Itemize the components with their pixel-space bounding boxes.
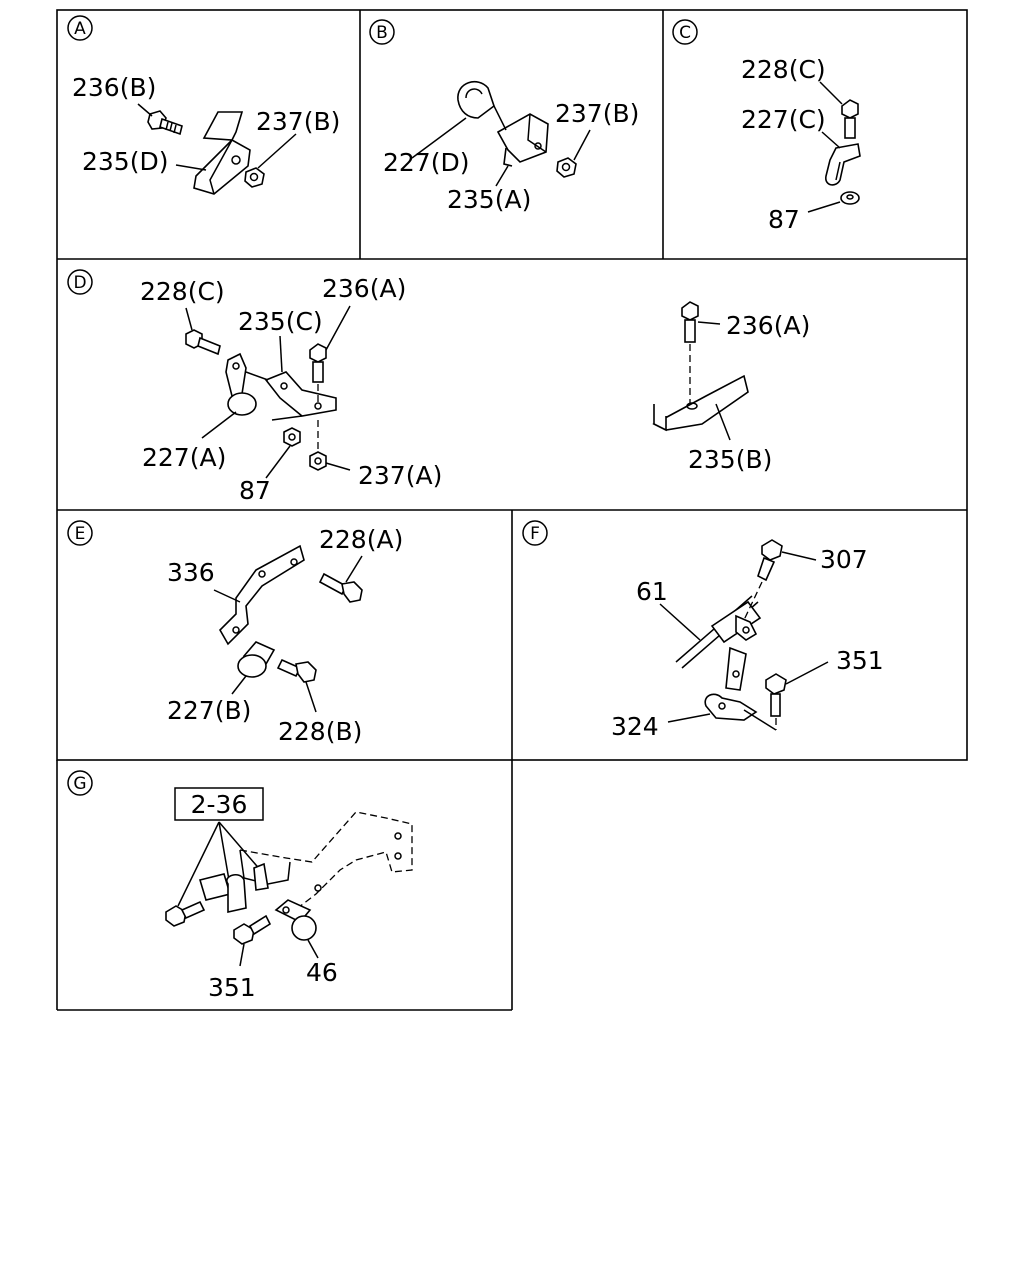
bracket-icon	[193, 111, 251, 195]
panel-letter: G	[73, 774, 86, 794]
part-label: 324	[611, 712, 659, 741]
panel-g: G 2-36 351 46	[67, 770, 413, 1002]
panel-letter-circle	[672, 19, 698, 45]
part-label: 237(A)	[358, 461, 442, 490]
part-label: 228(C)	[741, 55, 826, 84]
bolt-icon	[233, 914, 272, 945]
clamp-icon	[274, 899, 317, 941]
part-label: 228(B)	[278, 717, 362, 746]
panel-letter-circle	[67, 15, 93, 41]
part-label: 228(C)	[140, 277, 225, 306]
panel-letter: B	[376, 23, 388, 43]
reference-label: 2-36	[191, 790, 248, 819]
clamp-icon	[225, 352, 257, 416]
clip-icon	[457, 80, 495, 119]
panel-letter-circle	[67, 770, 93, 796]
bracket-icon	[652, 374, 749, 432]
bracket-icon	[219, 544, 305, 646]
panel-letter: E	[75, 524, 86, 544]
bolt-icon	[147, 110, 183, 136]
bracket-icon	[496, 113, 549, 167]
panel-letter-circle	[369, 19, 395, 45]
clamp-icon	[735, 614, 758, 641]
part-label: 236(B)	[72, 73, 156, 102]
frame-member-outline	[239, 811, 413, 915]
part-label: 235(D)	[82, 147, 168, 176]
nut-icon	[283, 427, 301, 447]
clamp-icon	[237, 641, 276, 678]
panel-letter-circle	[522, 520, 548, 546]
panel-letter-circle	[67, 520, 93, 546]
part-label: 46	[306, 958, 338, 987]
panel-e: E 228(A) 336 227(B) 228(B)	[67, 520, 403, 746]
bracket-icon	[704, 646, 758, 721]
part-label: 237(B)	[256, 107, 340, 136]
nut-icon	[556, 157, 577, 178]
part-label: 236(A)	[726, 311, 810, 340]
part-label: 227(C)	[741, 105, 826, 134]
bolt-icon	[765, 673, 787, 717]
panel-letter-circle	[67, 269, 93, 295]
bolt-icon	[318, 572, 363, 603]
nut-icon	[309, 451, 327, 471]
bolt-icon	[309, 343, 327, 383]
part-label: 228(A)	[319, 525, 403, 554]
bolt-icon	[276, 658, 317, 683]
panel-frames	[56, 9, 968, 1011]
part-label: 236(A)	[322, 274, 406, 303]
bolt-icon	[681, 301, 699, 343]
panel-letter: C	[679, 23, 691, 43]
part-label: 227(B)	[167, 696, 251, 725]
part-label: 307	[820, 545, 868, 574]
bracket-icon	[264, 371, 337, 421]
part-label: 351	[208, 973, 256, 1002]
part-label: 235(C)	[238, 307, 323, 336]
panel-d: D 228(C) 236(A) 235(C) 227(A) 87 237(A) …	[67, 269, 810, 505]
bolt-icon	[757, 539, 783, 582]
part-label: 227(D)	[383, 148, 469, 177]
part-label: 87	[239, 476, 271, 505]
bolt-icon	[165, 900, 206, 927]
part-label: 227(A)	[142, 443, 226, 472]
part-label: 237(B)	[555, 99, 639, 128]
panel-letter: A	[74, 19, 86, 39]
bolt-icon	[185, 329, 221, 356]
part-label: 235(B)	[688, 445, 772, 474]
washer-icon	[840, 191, 860, 205]
panel-letter: D	[73, 273, 86, 293]
reference-box	[174, 787, 264, 821]
part-label: 87	[768, 205, 800, 234]
part-label: 61	[636, 577, 668, 606]
bracket-icon	[198, 862, 269, 913]
panel-letter: F	[530, 524, 540, 544]
bolt-icon	[841, 99, 859, 139]
panel-b: B 237(B) 227(D) 235(A)	[369, 19, 639, 214]
part-label: 235(A)	[447, 185, 531, 214]
part-label: 351	[836, 646, 884, 675]
nut-icon	[244, 167, 265, 188]
part-label: 336	[167, 558, 215, 587]
clip-icon	[825, 143, 861, 186]
panel-a: A 236(B) 235(D) 237(B)	[67, 15, 340, 195]
panel-c: C 228(C) 227(C) 87	[672, 19, 861, 234]
panel-f: F 307 61 351 324	[522, 520, 884, 741]
